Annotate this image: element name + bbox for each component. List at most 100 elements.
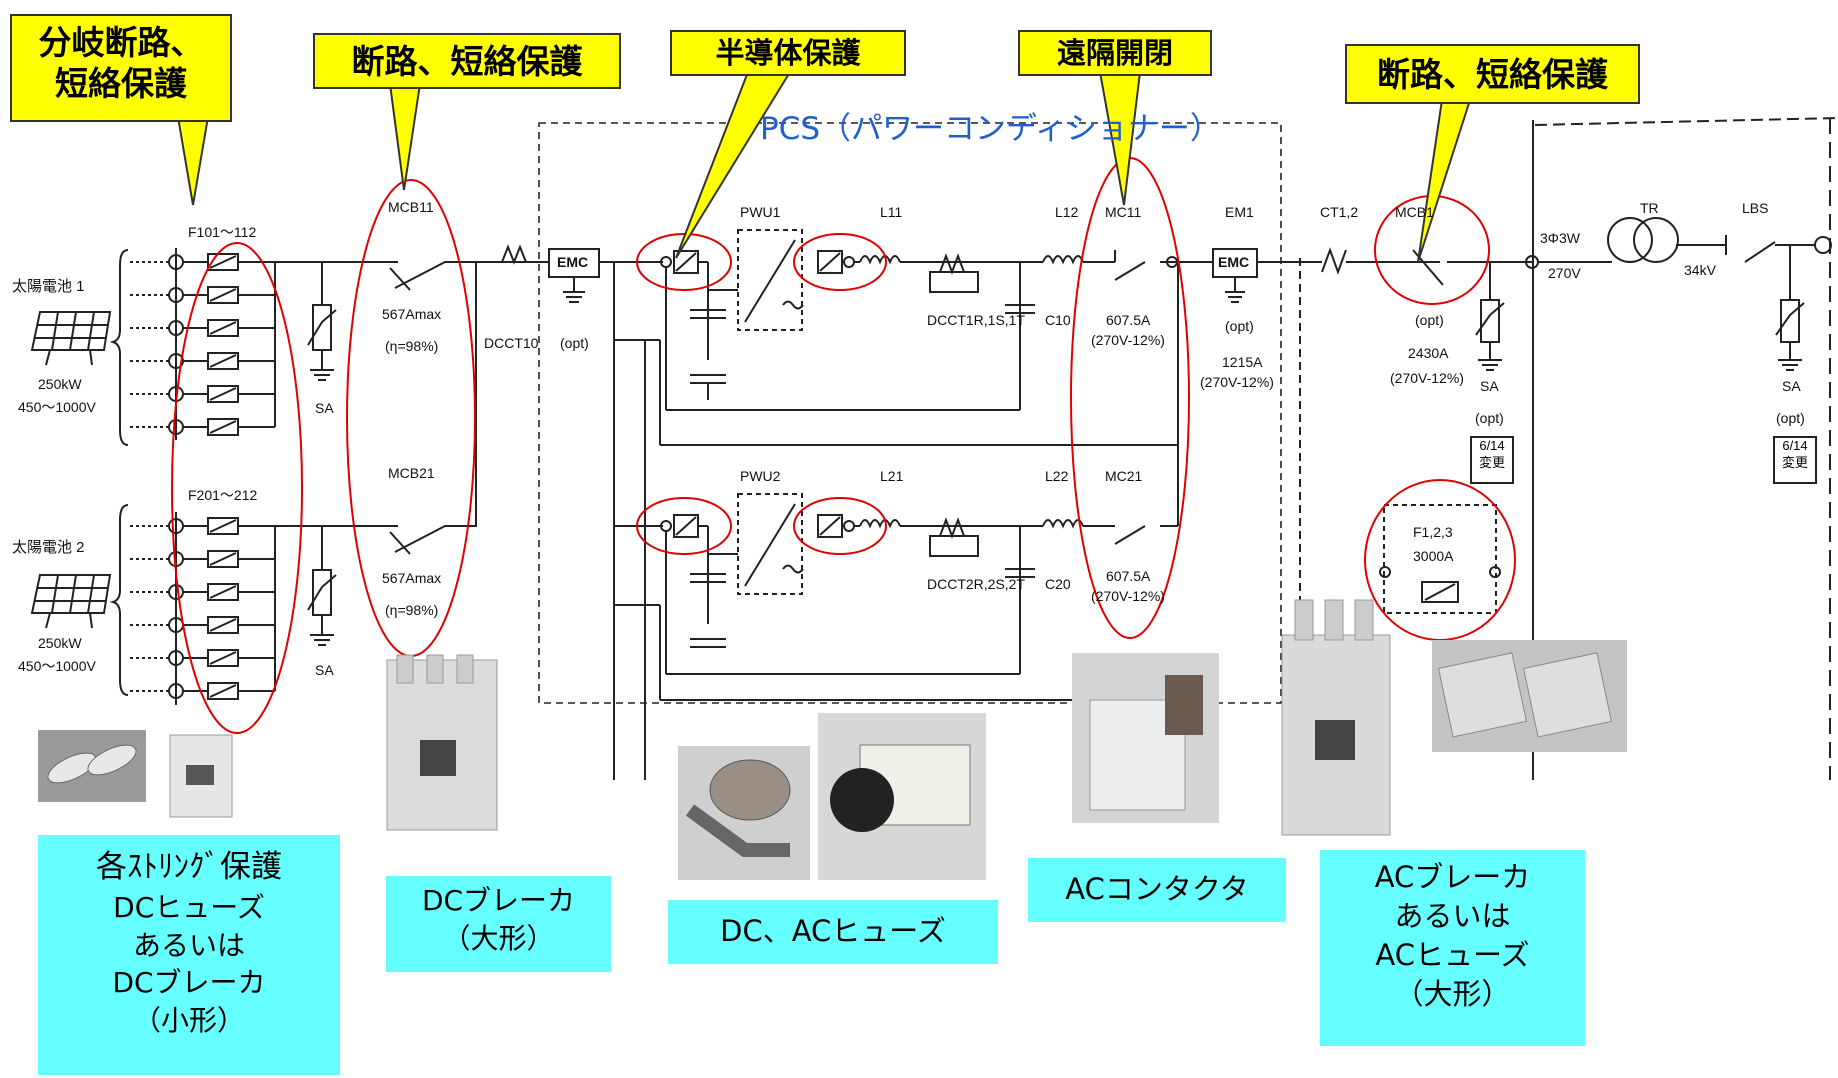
label-em-rating: 1215A bbox=[1222, 354, 1263, 370]
pwu1-box bbox=[737, 229, 803, 331]
label-sa-2: SA bbox=[315, 662, 334, 678]
solar-panel-icon-1 bbox=[30, 311, 112, 366]
dcct1-box bbox=[929, 271, 979, 293]
label-ct: CT1,2 bbox=[1320, 204, 1359, 220]
label-fuse: F1,2,3 bbox=[1413, 524, 1453, 540]
label-dcct10: DCCT10 bbox=[484, 335, 539, 351]
solar1-brace bbox=[109, 249, 129, 446]
callout-branch-protection: 分岐断路、 短絡保護 bbox=[10, 14, 232, 122]
label-mcb11: MCB11 bbox=[388, 199, 434, 215]
label-mc21: MC21 bbox=[1105, 468, 1143, 484]
label-mc21-volt: (270V-12%) bbox=[1091, 588, 1165, 604]
info-string-line5: （小形） bbox=[132, 1004, 245, 1038]
label-emc-1: EMC bbox=[557, 254, 589, 270]
highlight-mc bbox=[1070, 157, 1190, 639]
label-mcb11-rating: 567Amax bbox=[382, 306, 442, 322]
label-em-volt: (270V-12%) bbox=[1200, 374, 1274, 390]
callout-tail-breaker2 bbox=[1417, 99, 1472, 263]
label-f201: F201～212 bbox=[188, 487, 258, 503]
callout-branch-line2: 短絡保護 bbox=[55, 64, 187, 104]
info-string-line4: DCブレーカ bbox=[112, 966, 266, 1000]
label-l11: L11 bbox=[880, 204, 903, 220]
callout-branch-line1: 分岐断路、 bbox=[38, 23, 204, 62]
info-ac-breaker: ACブレーカ あるいは ACヒューズ （大形） bbox=[1320, 850, 1585, 1046]
label-sa-3: SA bbox=[1480, 378, 1499, 394]
string-group-1 bbox=[130, 248, 276, 440]
l11-coil bbox=[859, 255, 901, 265]
label-mcb1: MCB1 bbox=[1395, 204, 1434, 220]
pcs-title: PCS（パワーコンディショナー） bbox=[760, 111, 1221, 147]
ct-symbol bbox=[1321, 247, 1347, 275]
label-mcb1-rating: 2430A bbox=[1408, 345, 1449, 361]
change-tag-2-date: 6/14 bbox=[1782, 438, 1808, 453]
label-mcb11-eta: (η=98%) bbox=[385, 338, 439, 354]
callout-tail-branch bbox=[176, 116, 210, 206]
label-l22: L22 bbox=[1045, 468, 1069, 484]
label-34kv: 34kV bbox=[1684, 262, 1716, 278]
highlight-semi-2 bbox=[793, 233, 887, 291]
solar2-power: 250kW bbox=[38, 635, 82, 651]
change-tag-1-date: 6/14 bbox=[1479, 438, 1505, 453]
pcs-boundary bbox=[538, 122, 1282, 704]
dcct10-symbol bbox=[501, 244, 527, 265]
label-em1: EM1 bbox=[1225, 204, 1254, 220]
dcct2-box bbox=[929, 535, 979, 557]
label-mc11-rating: 607.5A bbox=[1106, 312, 1151, 328]
label-f101: F101～112 bbox=[188, 224, 257, 240]
label-mcb21-eta: (η=98%) bbox=[385, 602, 439, 618]
label-pwu2: PWU2 bbox=[740, 468, 781, 484]
label-c20: C20 bbox=[1045, 576, 1071, 592]
label-emc-2: EMC bbox=[1218, 254, 1250, 270]
info-dc-breaker: DCブレーカ （大形） bbox=[386, 876, 611, 972]
l21-coil bbox=[859, 519, 901, 529]
label-lbs: LBS bbox=[1742, 200, 1769, 216]
solar1-name: 太陽電池 1 bbox=[12, 278, 85, 295]
callout-breaker-protection-2: 断路、短絡保護 bbox=[1345, 44, 1640, 104]
info-string-line2: DCヒューズ bbox=[113, 890, 265, 924]
solar2-voltage: 450～1000V bbox=[18, 658, 96, 674]
info-dc-breaker-line2: （大形） bbox=[442, 921, 555, 955]
label-sa-1: SA bbox=[315, 400, 334, 416]
label-phase: 3Φ3W bbox=[1540, 230, 1580, 246]
highlight-semi-4 bbox=[793, 497, 887, 555]
info-string-line1: 各ｽﾄﾘﾝｸﾞ保護 bbox=[96, 849, 282, 885]
label-c10: C10 bbox=[1045, 312, 1071, 328]
l22-coil bbox=[1042, 519, 1084, 529]
solar1-voltage: 450～1000V bbox=[18, 399, 96, 415]
label-mcb21-rating: 567Amax bbox=[382, 570, 442, 586]
string-group-2 bbox=[130, 512, 276, 705]
change-tag-1: 6/14 変更 bbox=[1470, 436, 1514, 484]
highlight-semi-3 bbox=[636, 497, 732, 555]
info-string-protection: 各ｽﾄﾘﾝｸﾞ保護 DCヒューズ あるいは DCブレーカ （小形） bbox=[38, 835, 340, 1075]
sa-arrester-2 bbox=[307, 526, 337, 646]
change-tag-1-text: 変更 bbox=[1478, 454, 1505, 470]
solar2-name: 太陽電池 2 bbox=[12, 539, 85, 556]
info-dc-ac-fuse: DC、ACヒューズ bbox=[668, 900, 998, 964]
info-ac-breaker-line3: ACヒューズ bbox=[1375, 938, 1530, 973]
product-photos bbox=[38, 599, 1627, 880]
label-l21: L21 bbox=[880, 468, 904, 484]
label-tr: TR bbox=[1640, 200, 1659, 216]
change-tag-2-text: 変更 bbox=[1781, 454, 1808, 470]
label-opt-4: (opt) bbox=[1475, 410, 1504, 426]
label-opt-1: (opt) bbox=[560, 335, 589, 351]
l12-coil bbox=[1042, 255, 1084, 265]
label-opt-5: (opt) bbox=[1776, 410, 1805, 426]
sa-arrester-1 bbox=[307, 262, 337, 381]
solar1-power: 250kW bbox=[38, 376, 82, 392]
label-sa-4: SA bbox=[1782, 378, 1801, 394]
info-dc-breaker-line1: DCブレーカ bbox=[421, 884, 576, 917]
label-opt-2: (opt) bbox=[1225, 318, 1254, 334]
solar-panel-icon-2 bbox=[30, 574, 112, 629]
label-mcb1-volt: (270V-12%) bbox=[1390, 370, 1464, 386]
callout-tail-semi bbox=[675, 71, 792, 259]
callout-semiconductor-protection: 半導体保護 bbox=[670, 30, 906, 76]
callout-tail-breaker bbox=[388, 83, 422, 191]
info-ac-breaker-line4: （大形） bbox=[1394, 977, 1511, 1012]
label-l12: L12 bbox=[1055, 204, 1079, 220]
highlight-string-fuses bbox=[171, 242, 303, 734]
label-270v: 270V bbox=[1548, 265, 1581, 281]
label-dcct2: DCCT2R,2S,2T bbox=[927, 576, 1026, 592]
